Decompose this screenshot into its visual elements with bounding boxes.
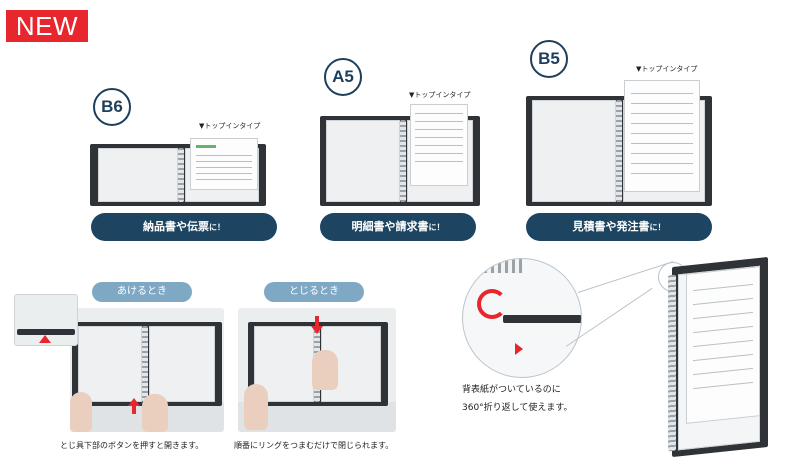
open-binder-left-page: [78, 326, 142, 402]
rotate-arrow-icon: [477, 289, 507, 319]
doc-line: [692, 381, 754, 390]
open-binder: [72, 322, 222, 406]
binder-b6-left-page: [98, 148, 178, 202]
doc-line: [630, 123, 694, 124]
size-badge-b5: B5: [530, 40, 568, 78]
doc-line: [692, 325, 754, 334]
doc-line: [630, 153, 694, 154]
doc-line: [630, 143, 694, 144]
doc-line: [692, 297, 754, 306]
doc-line: [196, 173, 252, 174]
doc-line: [630, 173, 694, 174]
open-caption: とじ具下部のボタンを押すと開きます。: [60, 441, 204, 450]
size-badge-b6: B6: [93, 88, 131, 126]
doc-line: [630, 113, 694, 114]
close-caption: 順番にリングをつまむだけで閉じられます。: [234, 441, 394, 450]
press-arrow: [128, 398, 140, 406]
zoom-spine: [17, 329, 75, 335]
pill-b6-suffix: に！: [209, 223, 225, 232]
doc-line: [415, 161, 463, 162]
left-hand: [70, 392, 92, 432]
pinch-arrow: [311, 326, 323, 334]
doc-line: [692, 311, 754, 320]
pill-a5-text: 明細書や請求書: [351, 220, 429, 233]
doc-line: [630, 93, 694, 94]
document-b5: [624, 80, 700, 192]
size-badge-a5: A5: [324, 58, 362, 96]
document-a5: [410, 104, 468, 186]
foldback-caption-line2: 360°折り返して使えます。: [462, 403, 573, 413]
pill-b6: 納品書や伝票に！: [91, 213, 277, 241]
press-arrow-stem: [132, 406, 136, 414]
right-hand: [142, 394, 168, 432]
binder-b6-rings: [178, 148, 184, 202]
open-binder-rings: [142, 326, 148, 402]
pill-a5: 明細書や請求書に！: [320, 213, 476, 241]
doc-line: [196, 167, 252, 168]
doc-line: [692, 353, 754, 362]
doc-line: [692, 339, 754, 348]
doc-line: [415, 129, 463, 130]
document-b6: [190, 138, 258, 190]
foldback-caption-line1: 背表紙がついているのに: [462, 385, 561, 395]
doc-line: [415, 137, 463, 138]
folded-document: [686, 266, 760, 424]
top-in-type-label-b5: ▼トップインタイプ: [636, 65, 698, 73]
zoom-circle-spine: [503, 315, 581, 323]
doc-line: [196, 161, 252, 162]
doc-line: [415, 145, 463, 146]
open-binder-right-page: [149, 326, 215, 402]
open-zoom-inset: [14, 294, 78, 346]
pill-b5-text: 見積書や発注書: [572, 220, 650, 233]
pill-b5: 見積書や発注書に！: [526, 213, 712, 241]
doc-line: [630, 103, 694, 104]
doc-line: [692, 367, 754, 376]
pill-a5-suffix: に！: [428, 223, 445, 232]
top-in-type-label-a5: ▼トップインタイプ: [409, 91, 471, 99]
binder-a5-left-page: [326, 120, 400, 202]
open-tab: あけるとき: [92, 282, 192, 302]
open-photo: [70, 308, 224, 432]
top-in-type-label-b6: ▼トップインタイプ: [199, 122, 261, 130]
pill-b5-suffix: に！: [649, 223, 666, 232]
new-badge: NEW: [6, 10, 88, 42]
doc-line: [196, 155, 252, 156]
doc-line: [692, 283, 754, 292]
doc-line: [415, 113, 463, 114]
close-tab: とじるとき: [264, 282, 364, 302]
close-photo: [238, 308, 396, 432]
rotate-arrowhead: [515, 343, 523, 355]
doc-header-bar: [196, 145, 217, 148]
binder-b5-rings: [616, 100, 622, 202]
doc-line: [415, 153, 463, 154]
pinch-arrow-stem: [315, 316, 319, 326]
binder-a5-rings: [400, 120, 406, 202]
holding-hand: [244, 384, 268, 430]
pinch-hand: [312, 350, 338, 390]
zoom-circle-rings: [463, 259, 523, 273]
binder-b5-left-page: [532, 100, 616, 202]
zoom-rings: [15, 295, 23, 329]
doc-line: [630, 163, 694, 164]
pill-b6-text: 納品書や伝票: [143, 220, 209, 233]
spine-zoom-circle: [462, 258, 582, 378]
doc-line: [630, 133, 694, 134]
doc-line: [415, 121, 463, 122]
doc-line: [196, 179, 252, 180]
folded-binder-rings: [668, 274, 676, 452]
zoom-press-arrow: [39, 335, 51, 343]
